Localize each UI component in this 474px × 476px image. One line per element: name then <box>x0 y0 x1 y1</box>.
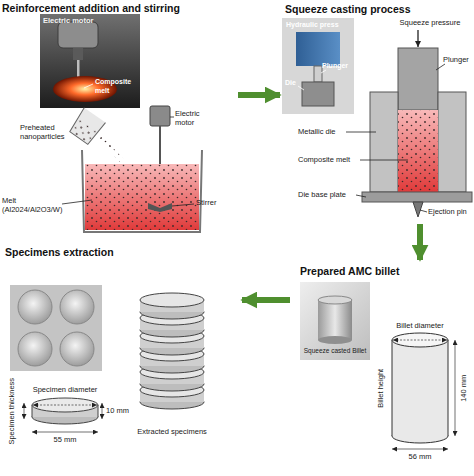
specimen-disk-photo <box>60 290 94 324</box>
height-dimension <box>455 340 456 436</box>
leader-line <box>346 132 376 133</box>
flow-arrow <box>417 224 423 260</box>
part-label: Ejection pin <box>428 208 474 217</box>
nanoparticles <box>70 119 97 144</box>
specimen-disk-photo <box>18 290 52 324</box>
leader-line <box>170 117 174 118</box>
billet-cylinder-top <box>392 333 448 347</box>
billet-cylinder-edge <box>448 340 449 436</box>
pressure-arrow <box>417 30 418 47</box>
specimen-slice <box>140 293 204 319</box>
dimension-label: Billet height <box>377 348 386 428</box>
part-label: Electric motor <box>175 110 215 127</box>
impeller <box>148 203 172 212</box>
billet-photo-top <box>318 296 352 304</box>
width-dimension <box>32 432 98 433</box>
leader-line <box>360 160 408 161</box>
composite-melt <box>398 110 438 192</box>
part-label: Melt (Al2024/Al2O3/W) <box>2 197 64 214</box>
falling-particles <box>98 136 128 164</box>
panel-heading: Specimens extraction <box>5 246 235 258</box>
panel-heading: Reinforcement addition and stirring <box>2 2 234 14</box>
specimen-disk-photo <box>18 332 52 366</box>
width-dimension <box>392 449 448 450</box>
part-label: Composite melt <box>95 78 139 95</box>
part-label: Specimen diameter <box>25 386 105 395</box>
part-label: Billet diameter <box>380 322 460 331</box>
billet-photo <box>300 282 370 360</box>
dimension-label: Specimen thickness <box>8 369 17 453</box>
part-label: Composite melt <box>298 156 360 165</box>
specimen-top <box>32 398 98 412</box>
billet-cylinder-body <box>392 340 448 436</box>
part-label: Extracted specimens <box>122 428 222 437</box>
process-panel: Squeeze casting process <box>282 0 474 222</box>
diameter-line <box>33 405 97 406</box>
motor-photo <box>58 22 98 48</box>
part-label: Squeeze pressure <box>388 19 472 28</box>
part-label: 55 mm <box>35 436 95 445</box>
die-base-plate <box>362 192 472 202</box>
billet-photo-bottom <box>318 336 352 344</box>
specimens-photo <box>10 285 102 371</box>
thickness-dimension <box>102 403 103 419</box>
chuck-photo <box>73 48 83 60</box>
leader-line <box>84 84 93 88</box>
leader-line <box>321 70 326 73</box>
dimension-label: 140 mm <box>460 358 469 418</box>
part-label: Metallic die <box>298 128 350 137</box>
part-label: Squeeze casted Billet <box>300 347 370 356</box>
leader-line <box>420 210 427 212</box>
metallic-die <box>438 92 466 192</box>
specimen-disk-photo <box>60 332 94 366</box>
part-label: Stirrer <box>196 199 234 208</box>
leader-line <box>298 86 304 90</box>
plunger-photo <box>314 66 322 82</box>
panel-heading: Squeeze casting process <box>285 3 471 15</box>
ejection-pin <box>413 202 423 217</box>
composite-melt <box>85 164 199 230</box>
leader-line <box>356 195 366 197</box>
part-label: Hydraulic press <box>286 21 352 30</box>
panel-heading: Prepared AMC billet <box>300 265 466 277</box>
leader-line <box>436 64 445 70</box>
nanoparticles <box>398 110 438 192</box>
leader-line <box>172 204 194 206</box>
die-photo <box>302 82 334 106</box>
diameter-line <box>393 340 447 341</box>
part-label: Die <box>285 79 305 88</box>
hydraulic-press-photo <box>296 32 340 66</box>
part-label: 10 mm <box>106 407 138 416</box>
nanoparticles <box>85 164 199 230</box>
press-photo <box>282 18 354 114</box>
flow-arrow <box>242 297 290 303</box>
part-label: Die base plate <box>298 191 358 200</box>
thickness-dimension <box>24 403 25 419</box>
leader-line <box>62 200 92 204</box>
part-label: 56 mm <box>395 453 445 462</box>
part-label: Preheated nanoparticles <box>20 124 76 141</box>
plunger <box>398 48 438 110</box>
stirring-photo <box>40 14 140 108</box>
billet-photo-body <box>318 300 352 340</box>
billet-cylinder-edge <box>392 340 393 436</box>
part-label: Electric motor <box>43 17 103 26</box>
part-label: Plunger <box>443 56 474 65</box>
part-label: Plunger <box>322 62 354 71</box>
crucible <box>82 150 202 232</box>
electric-motor-symbol <box>150 106 170 126</box>
flow-arrow <box>238 92 280 98</box>
process-panel: Specimens extraction <box>0 244 240 476</box>
slice-top <box>140 293 204 307</box>
metallic-die <box>370 92 398 192</box>
